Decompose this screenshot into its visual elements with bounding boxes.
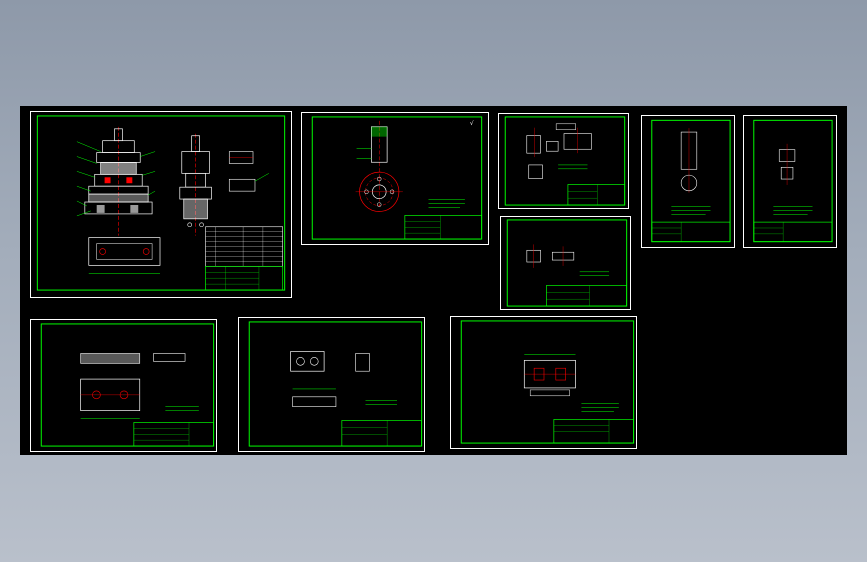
assembly-drawing-graphic — [36, 115, 286, 291]
part-stripper-graphic — [248, 321, 423, 447]
sheet-part-small-b[interactable] — [500, 216, 631, 310]
sheet-part-stripper[interactable] — [238, 317, 425, 452]
sheet-part-punch[interactable]: √ — [301, 112, 489, 245]
sheet-part-small-a[interactable] — [498, 113, 629, 209]
sheet-assembly-drawing[interactable] — [30, 111, 292, 298]
sheet-part-die[interactable] — [450, 316, 637, 449]
sheet-part-narrow-b[interactable] — [743, 115, 837, 248]
part-small-a-graphic — [504, 116, 626, 206]
part-narrow-b-graphic — [753, 119, 833, 243]
part-plate-graphic — [40, 323, 215, 447]
sheet-part-narrow-a[interactable] — [641, 115, 735, 248]
cad-model-space[interactable]: √ — [20, 106, 847, 455]
part-die-graphic — [460, 320, 635, 444]
part-small-b-graphic — [506, 219, 628, 307]
part-narrow-a-graphic — [651, 119, 731, 243]
svg-text:√: √ — [470, 120, 474, 127]
part-punch-graphic: √ — [311, 116, 483, 240]
sheet-part-plate[interactable] — [30, 319, 217, 452]
